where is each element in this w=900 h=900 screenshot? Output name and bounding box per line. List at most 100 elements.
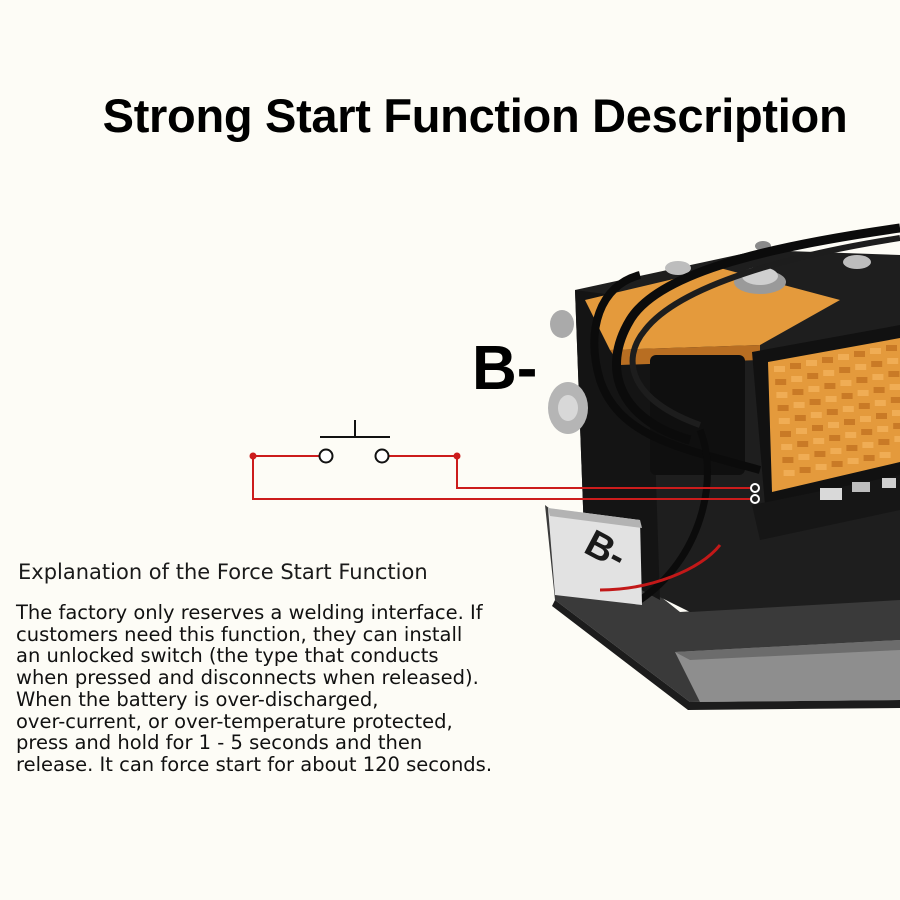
heatsink-fin: [874, 400, 886, 406]
heatsink-fin: [872, 374, 884, 380]
explanation-line: The factory only reserves a welding inte…: [16, 601, 483, 624]
heatsink-fin: [796, 428, 807, 434]
heatsink-fins: [774, 345, 900, 476]
heatsink-fin: [793, 402, 805, 408]
heatsink-fin: [863, 455, 875, 461]
heatsink-fin: [826, 409, 838, 415]
heatsink-fin: [806, 360, 817, 366]
base-plate-edge: [552, 600, 900, 710]
heatsink-fin: [888, 371, 900, 377]
heatsink-fin: [846, 445, 858, 451]
heatsink-fin: [830, 448, 842, 454]
heatsink-fin: [854, 351, 865, 357]
side-bolt: [550, 310, 574, 338]
black-cable: [612, 223, 900, 445]
heatsink-fin: [876, 413, 887, 419]
side-tab-shadow: [675, 640, 900, 660]
heatsink-fin: [810, 412, 822, 418]
heatsink-fin: [829, 435, 841, 441]
heatsink-fin: [807, 373, 819, 379]
top-bolt: [665, 261, 691, 275]
heatsink-fin: [856, 377, 868, 383]
heatsink-fin: [809, 399, 821, 405]
heatsink-fin: [823, 370, 835, 376]
heatsink-fin: [841, 393, 853, 399]
heatsink-fin: [791, 376, 803, 382]
pcb-component: [820, 488, 842, 500]
pcb-component: [852, 482, 870, 492]
heatsink-fin: [822, 357, 833, 363]
black-cable: [629, 235, 900, 428]
heatsink-fin: [887, 358, 899, 364]
explanation-heading: Explanation of the Force Start Function: [18, 560, 428, 584]
black-cable: [590, 271, 762, 474]
heatsink-fin: [890, 397, 900, 403]
explanation-line: customers need this function, they can i…: [16, 622, 463, 646]
heatsink-fin: [877, 426, 889, 432]
heatsink-fin: [879, 452, 891, 458]
heatsink-fin: [870, 348, 881, 354]
heatsink-fin: [776, 392, 788, 398]
heatsink-fin: [825, 396, 837, 402]
schematic-node: [249, 452, 257, 460]
explanation-line: release. It can force start for about 12…: [16, 752, 493, 776]
heatsink-fin: [862, 442, 874, 448]
heatsink-fin: [889, 384, 900, 390]
heatsink-fin: [813, 438, 825, 444]
heatsink-fin: [774, 366, 785, 372]
heatsink-fin: [893, 423, 900, 429]
red-wire: [599, 544, 722, 592]
heatsink-fin: [828, 422, 839, 428]
schematic-wire-right: [388, 455, 752, 489]
b-minus-plate: [548, 508, 642, 605]
heatsink-fin: [894, 436, 900, 442]
heatsink-fin: [844, 419, 855, 425]
heatsink-fin: [831, 461, 843, 467]
explanation-line: over-current, or over-temperature protec…: [16, 709, 453, 733]
heatsink-fin: [892, 410, 900, 416]
heatsink-fin: [792, 389, 804, 395]
heatsink-fin: [799, 467, 811, 473]
b-minus-label: B-: [472, 334, 538, 403]
heatsink-fin: [860, 416, 871, 422]
heatsink-fin: [798, 454, 810, 460]
heatsink-fin: [861, 429, 873, 435]
switch-contact-left: [318, 448, 334, 464]
heatsink-fin: [871, 361, 883, 367]
side-bolt-inner: [558, 395, 578, 421]
explanation-line: an unlocked switch (the type that conduc…: [16, 644, 439, 668]
heatsink-fin: [797, 441, 809, 447]
heatsink-fin: [842, 406, 854, 412]
heatsink-fin: [814, 451, 826, 457]
explanation-line: when pressed and disconnects when releas…: [16, 666, 479, 690]
heatsink-fin: [775, 379, 787, 385]
heatsink-fin: [783, 470, 795, 476]
explanation-body: The factory only reserves a welding inte…: [16, 602, 576, 776]
cylinder-component: [650, 355, 745, 475]
heatsink-fin: [857, 390, 869, 396]
explanation-line: press and hold for 1 - 5 seconds and the…: [16, 731, 423, 755]
heatsink-fin: [847, 458, 859, 464]
heatsink-fin: [886, 345, 897, 351]
heatsink-fin: [778, 418, 790, 424]
heatsink-fin: [840, 380, 852, 386]
schematic-wire-left: [252, 455, 752, 500]
heatsink-fin: [794, 415, 806, 421]
page-title: Strong Start Function Description: [102, 89, 848, 142]
heatsink-fin: [815, 464, 827, 470]
heatsink-fin: [824, 383, 836, 389]
heatsink-fin: [781, 444, 793, 450]
b-minus-plate-edge: [548, 508, 642, 528]
heatsink-fin: [808, 386, 820, 392]
top-bolt: [843, 255, 871, 269]
pcb-component: [882, 478, 896, 488]
heatsink-fin: [855, 364, 867, 370]
solder-pad: [750, 483, 760, 493]
explanation-line: When the battery is over-discharged,: [16, 687, 379, 711]
switch-contact-right: [374, 448, 390, 464]
heatsink-fin: [845, 432, 857, 438]
black-cable: [638, 428, 711, 603]
heatsink-fin: [858, 403, 870, 409]
heatsink-fin: [782, 457, 794, 463]
